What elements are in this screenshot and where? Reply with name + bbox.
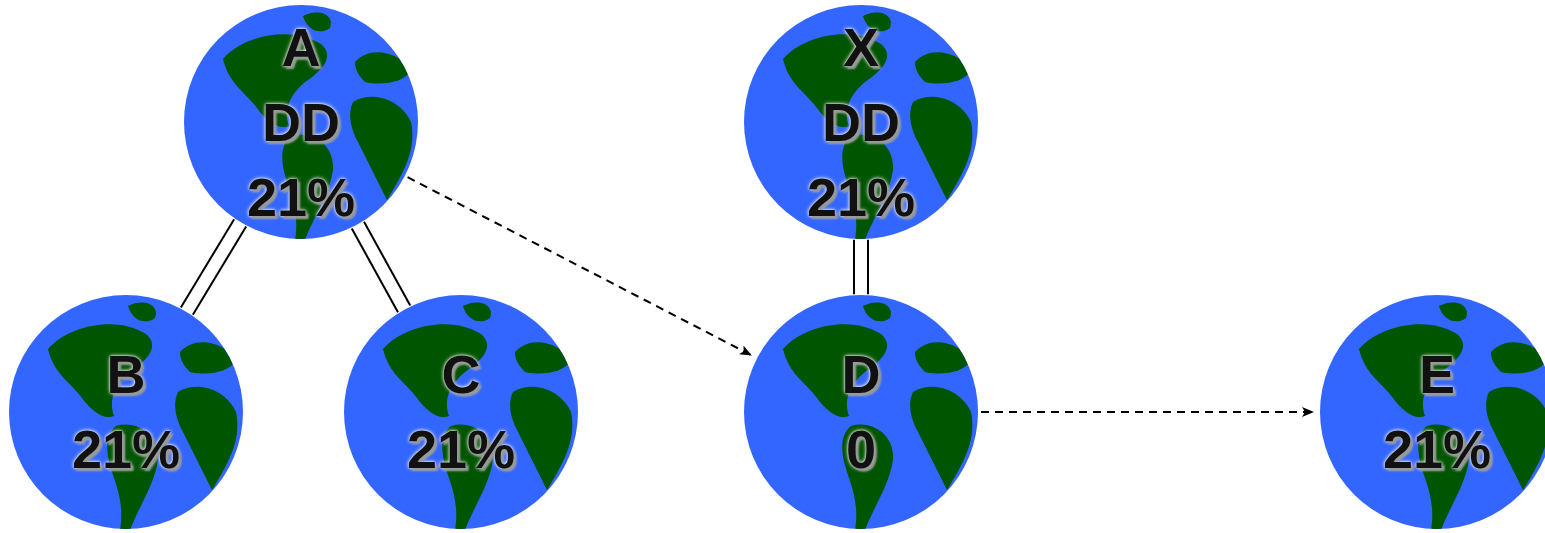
globe-node: B21%: [8, 294, 244, 530]
globe-node: D0: [743, 294, 979, 530]
node-name: B: [107, 337, 146, 412]
globe-illustration: [743, 294, 979, 530]
link-line: [181, 219, 234, 307]
node-value: 21%: [807, 160, 915, 235]
globe-illustration: [1319, 294, 1545, 530]
text-stack: D0: [743, 294, 979, 530]
globe-node: E21%: [1319, 294, 1545, 530]
continent: [1486, 387, 1545, 490]
continent: [910, 387, 972, 490]
continent: [463, 302, 491, 321]
node-name: D: [842, 337, 881, 412]
arrow-line: [981, 411, 1313, 413]
continent: [128, 302, 156, 321]
continent: [355, 52, 411, 83]
continent: [910, 97, 972, 200]
continent: [939, 501, 955, 517]
continent: [515, 342, 571, 373]
continent: [939, 211, 955, 227]
text-stack: C21%: [343, 294, 579, 530]
link-line: [867, 240, 869, 294]
globe-node: XDD21%: [743, 4, 979, 240]
ocean: [1320, 295, 1545, 529]
globe-illustration: [8, 294, 244, 530]
text-stack: ADD21%: [183, 4, 419, 240]
node-name: C: [442, 337, 481, 412]
node-value: 21%: [72, 412, 180, 487]
ocean: [744, 295, 978, 529]
link-line: [193, 226, 246, 314]
double-link: [352, 222, 410, 312]
node-value: 21%: [1383, 412, 1491, 487]
node-value: 21%: [247, 160, 355, 235]
continent: [379, 211, 395, 227]
node-name: X: [843, 10, 879, 85]
continent: [915, 342, 971, 373]
continent: [1515, 501, 1531, 517]
continent: [539, 501, 555, 517]
ocean: [184, 5, 418, 239]
node-value: DD: [262, 85, 340, 160]
dashed-arrow: [981, 412, 1313, 413]
link-line: [853, 240, 855, 294]
ocean: [744, 5, 978, 239]
continent: [180, 342, 236, 373]
double-link: [854, 240, 868, 294]
node-value: DD: [822, 85, 900, 160]
globe-node: ADD21%: [183, 4, 419, 240]
double-link: [181, 219, 246, 315]
ocean: [344, 295, 578, 529]
ocean: [9, 295, 243, 529]
node-name: A: [282, 10, 321, 85]
continent: [1491, 342, 1545, 373]
continent: [350, 97, 412, 200]
continent: [48, 324, 152, 417]
continent: [863, 302, 891, 321]
continent: [383, 324, 487, 417]
continent: [915, 52, 971, 83]
text-stack: E21%: [1319, 294, 1545, 530]
continent: [783, 324, 887, 417]
link-line: [352, 229, 398, 313]
text-stack: XDD21%: [743, 4, 979, 240]
globe-illustration: [343, 294, 579, 530]
node-value: 0: [846, 412, 876, 487]
continent: [175, 387, 237, 490]
continent: [1439, 302, 1467, 321]
continent: [510, 387, 572, 490]
text-stack: B21%: [8, 294, 244, 530]
continent: [204, 501, 220, 517]
globe-node: C21%: [343, 294, 579, 530]
node-value: 21%: [407, 412, 515, 487]
node-name: E: [1419, 337, 1455, 412]
continent: [1359, 324, 1463, 417]
